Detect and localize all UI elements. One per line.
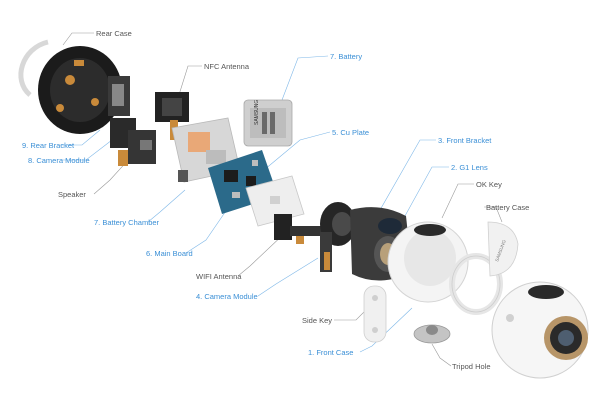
side-key-part (363, 285, 387, 343)
label-tripod-hole: Tripod Hole (452, 362, 491, 371)
battery-case-part (487, 221, 519, 277)
label-battery-chamber: 7. Battery Chamber (94, 218, 160, 227)
cu-plate-part (245, 175, 305, 227)
label-front-case: 1. Front Case (308, 348, 354, 357)
g1-lens-part (449, 253, 503, 315)
camera-module-4-part (320, 202, 356, 272)
label-battery: 7. Battery (330, 52, 363, 61)
label-rear-case: Rear Case (96, 29, 132, 38)
battery-part (243, 99, 293, 147)
label-rear-bracket: 9. Rear Bracket (22, 141, 75, 150)
nfc-antenna-part (155, 92, 189, 140)
label-camera-module-4: 4. Camera Module (196, 292, 258, 301)
camera-module-8-part (110, 118, 156, 166)
label-g1-lens: 2. G1 Lens (451, 163, 488, 172)
label-front-bracket: 3. Front Bracket (438, 136, 492, 145)
front-case-part (387, 221, 469, 303)
label-nfc-antenna: NFC Antenna (204, 62, 250, 71)
label-battery-case: Battery Case (486, 203, 530, 212)
label-speaker: Speaker (58, 190, 86, 199)
label-ok-key: OK Key (476, 180, 502, 189)
label-wifi-antenna: WIFI Antenna (196, 272, 242, 281)
leader-lines (60, 32, 503, 367)
label-camera-module-8: 8. Camera Module (28, 156, 90, 165)
label-side-key: Side Key (302, 316, 333, 325)
assembled-camera-part (491, 281, 589, 379)
rear-case-part (18, 39, 130, 134)
wifi-antenna-part (274, 214, 326, 244)
tripod-hole-part (413, 324, 451, 344)
battery-brand-text: SAMSUNG (254, 100, 260, 125)
label-cu-plate: 5. Cu Plate (332, 128, 370, 137)
label-main-board: 6. Main Board (146, 249, 193, 258)
